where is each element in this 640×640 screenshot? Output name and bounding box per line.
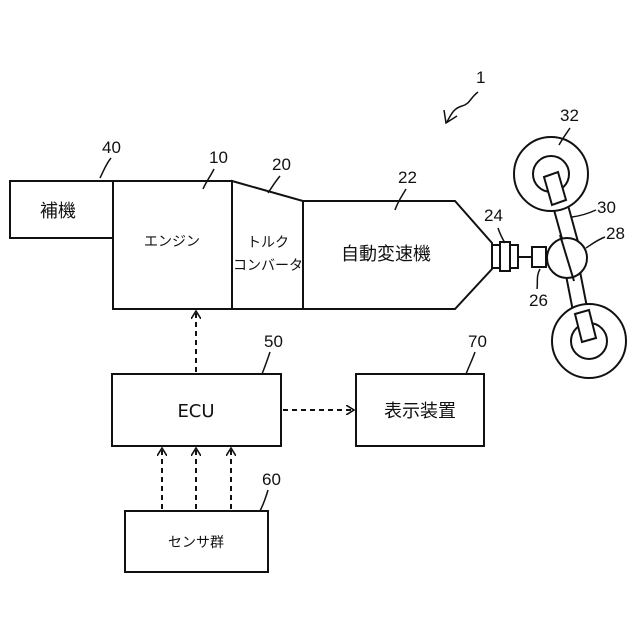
torque-converter-label-line1: トルク: [247, 235, 289, 251]
transmission-label: 自動変速機: [341, 244, 431, 265]
torque-converter-block: トルク コンバータ 20: [232, 155, 303, 309]
sensors-leader: [260, 490, 268, 511]
sensors-block: センサ群 60: [125, 470, 281, 572]
joint-leader: [537, 269, 540, 289]
joint: 26: [529, 247, 548, 310]
sensors-ref: 60: [262, 470, 281, 489]
system-ref-squiggle: [447, 92, 478, 122]
sensors-label: センサ群: [168, 535, 224, 551]
output-shaft-flange: [492, 245, 500, 268]
drive-shaft-leader: [572, 210, 596, 217]
auxiliary-ref: 40: [102, 138, 121, 157]
drive-shaft-ref: 30: [597, 198, 616, 217]
upper-wheel: 32: [514, 106, 588, 211]
joint-box: [532, 247, 546, 267]
display-leader: [466, 352, 475, 374]
torque-converter-label-line2: コンバータ: [233, 258, 303, 274]
engine-ref: 10: [209, 148, 228, 167]
transmission-block: 自動変速機 22: [303, 168, 492, 309]
output-shaft-coupling-a: [500, 242, 510, 271]
torque-converter-leader: [268, 176, 280, 193]
ecu-block: ECU 50: [112, 332, 283, 446]
joint-ref: 26: [529, 291, 548, 310]
torque-converter-ref: 20: [272, 155, 291, 174]
system-reference: 1: [444, 68, 485, 123]
display-block: 表示装置 70: [356, 332, 487, 446]
output-shaft-coupling-b: [510, 245, 518, 268]
transmission-ref: 22: [398, 168, 417, 187]
output-shaft-leader: [498, 228, 505, 243]
wheel-ref: 32: [560, 106, 579, 125]
differential-ref: 28: [606, 224, 625, 243]
differential: 28: [547, 224, 625, 281]
output-shaft-ref: 24: [484, 206, 503, 225]
lower-wheel: [552, 304, 626, 378]
output-shaft: 24: [484, 206, 532, 271]
engine-block: エンジン 10: [113, 148, 232, 309]
auxiliary-leader: [100, 158, 111, 178]
differential-leader: [586, 237, 605, 248]
ecu-leader: [262, 352, 270, 374]
display-ref: 70: [468, 332, 487, 351]
ecu-ref: 50: [264, 332, 283, 351]
display-label: 表示装置: [384, 401, 456, 422]
auxiliary-label: 補機: [40, 201, 76, 222]
auxiliary-block: 補機 40: [10, 138, 121, 238]
ecu-label: ECU: [177, 401, 214, 422]
engine-label: エンジン: [144, 234, 200, 250]
system-ref-number: 1: [476, 68, 485, 87]
